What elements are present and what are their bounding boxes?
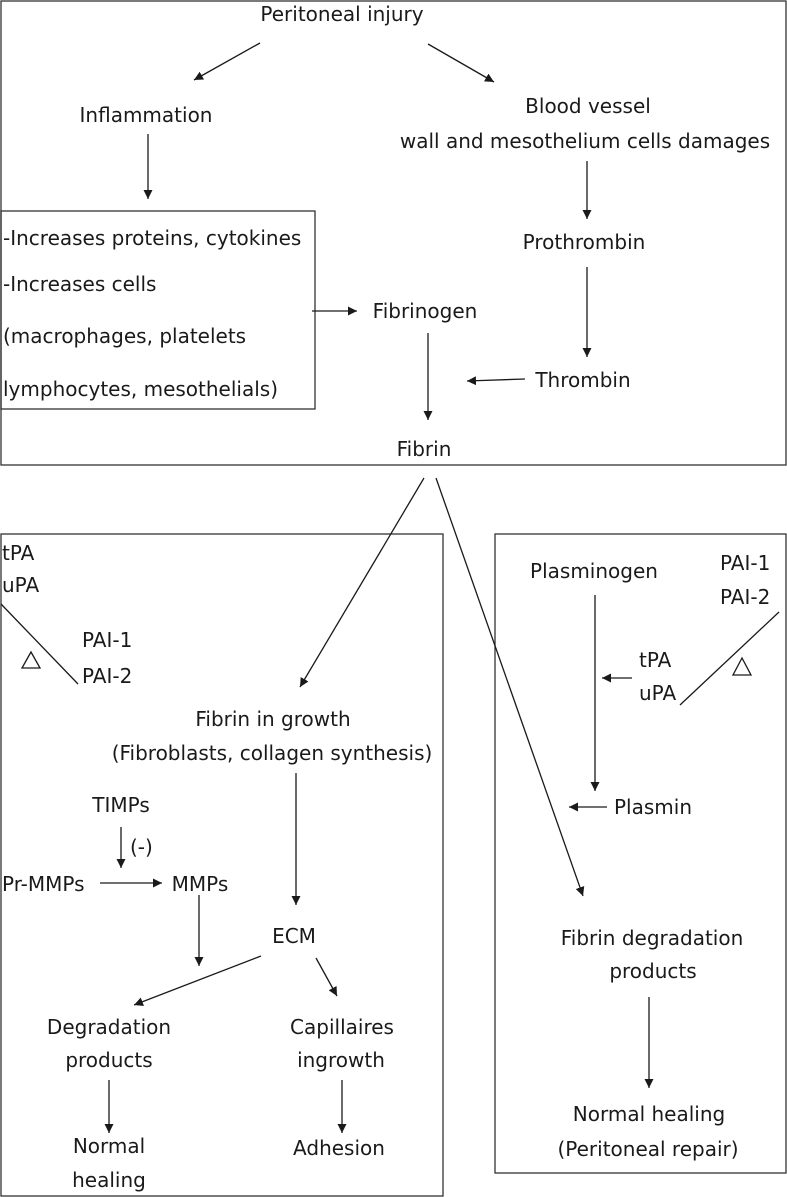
- arrow-fibrin-to-ingrowth: [299, 477, 425, 688]
- degradation-label-line1: Degradation: [47, 1015, 171, 1039]
- normal-label-line1: Normal: [73, 1134, 145, 1158]
- arrow-ecm-to-degradation: [133, 955, 262, 1006]
- effects-macrophages-label: (macrophages, platelets: [3, 324, 246, 348]
- pr-mmps-label: Pr-MMPs: [2, 872, 85, 896]
- timps-label: TIMPs: [91, 793, 150, 817]
- plasminogen-label: Plasminogen: [530, 559, 658, 583]
- inhibit-label: (-): [130, 835, 153, 859]
- arrow-fibrin-to-fdp: [435, 477, 585, 897]
- adhesion-label: Adhesion: [293, 1136, 385, 1160]
- effects-lymphocytes-label: lymphocytes, mesothelials): [3, 377, 278, 401]
- right-delta-icon: [731, 656, 753, 676]
- blood-vessel-label-line2: wall and mesothelium cells damages: [400, 129, 770, 153]
- right-pai2-label: PAI-2: [720, 585, 770, 609]
- fibrin-ingrowth-label-line2: (Fibroblasts, collagen synthesis): [112, 741, 433, 765]
- arrow-injury-to-blood-vessel: [427, 43, 495, 83]
- plasmin-label: Plasmin: [614, 795, 692, 819]
- right-inhibitor-line: [679, 611, 780, 706]
- repair-label-line2: (Peritoneal repair): [557, 1137, 738, 1161]
- right-bottom-box: [494, 533, 787, 1174]
- thrombin-label: Thrombin: [534, 368, 630, 392]
- blood-vessel-label-line1: Blood vessel: [525, 94, 651, 118]
- left-pai1-label: PAI-1: [82, 628, 132, 652]
- arrow-thrombin-to-fibrinogen-conversion: [466, 376, 526, 386]
- right-pai1-label: PAI-1: [720, 551, 770, 575]
- inflammation-label: Inflammation: [80, 103, 213, 127]
- left-delta-icon: [20, 650, 42, 669]
- left-upa-label: uPA: [2, 573, 39, 597]
- effects-proteins-label: -Increases proteins, cytokines: [3, 226, 301, 250]
- left-bottom-box: [0, 533, 444, 1197]
- effects-cells-label: -Increases cells: [3, 272, 156, 296]
- ecm-label: ECM: [272, 924, 316, 948]
- capillaries-label-line1: Capillaires: [290, 1015, 394, 1039]
- peritoneal-injury-label: Peritoneal injury: [260, 2, 423, 26]
- mmps-label: MMPs: [172, 872, 229, 896]
- prothrombin-label: Prothrombin: [523, 230, 646, 254]
- left-pai2-label: PAI-2: [82, 664, 132, 688]
- degradation-label-line2: products: [65, 1048, 152, 1072]
- left-tpa-label: tPA: [2, 541, 35, 565]
- repair-label-line1: Normal healing: [573, 1102, 725, 1126]
- fibrin-label: Fibrin: [397, 437, 452, 461]
- capillaries-label-line2: ingrowth: [297, 1048, 385, 1072]
- arrow-ecm-to-capillaries: [315, 957, 338, 997]
- normal-label-line2: healing: [72, 1168, 146, 1192]
- fibrinogen-label: Fibrinogen: [373, 299, 478, 323]
- fdp-label-line1: Fibrin degradation: [561, 926, 744, 950]
- right-tpa-label: tPA: [639, 648, 672, 672]
- fibrin-ingrowth-label-line1: Fibrin in growth: [195, 707, 350, 731]
- fdp-label-line2: products: [609, 959, 696, 983]
- left-inhibitor-line: [0, 603, 79, 685]
- right-upa-label: uPA: [639, 681, 676, 705]
- inflammation-effects-box: [0, 210, 316, 410]
- arrow-injury-to-inflammation: [193, 42, 261, 81]
